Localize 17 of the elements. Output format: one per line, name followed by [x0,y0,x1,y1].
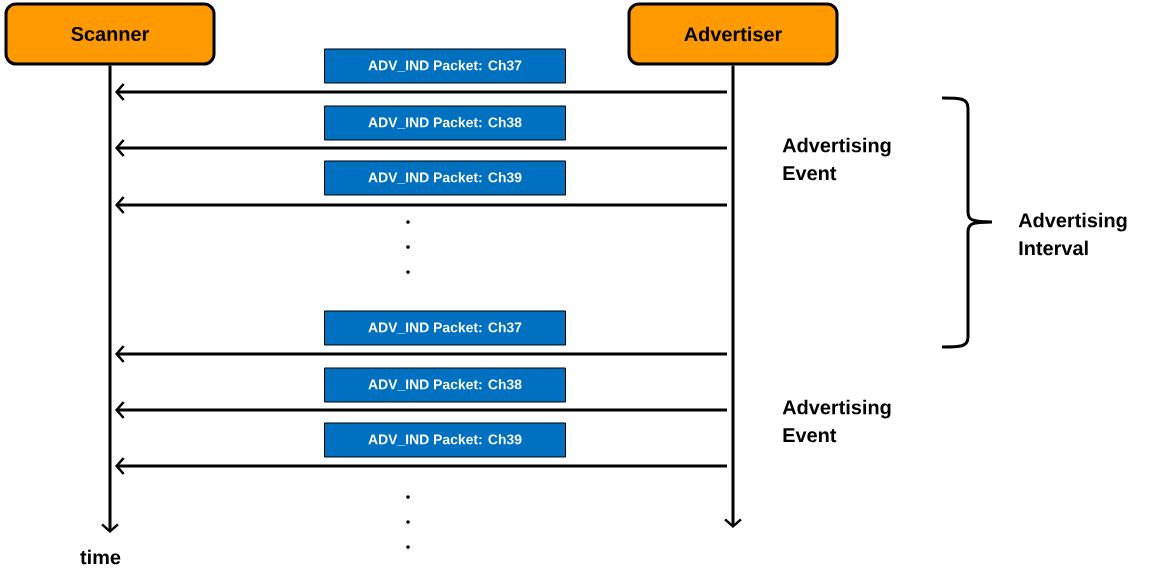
packet-label: ADV_IND Packet: Ch38 [324,105,566,141]
message-arrow [115,139,727,157]
message-arrow [115,83,727,101]
message-arrow [115,457,727,475]
annotation-text: Advertising Event [782,137,891,181]
message-arrow [115,196,727,214]
packet-label: ADV_IND Packet: Ch37 [324,310,566,346]
packet-label: ADV_IND Packet: Ch39 [324,422,566,458]
actor-box: Scanner [4,2,216,66]
message-arrow [115,401,727,419]
packet-label: ADV_IND Packet: Ch38 [324,367,566,403]
annotation-text: Advertising Event [782,399,891,443]
annotation-text: Advertising Interval [1018,212,1127,256]
packet-label: ADV_IND Packet: Ch39 [324,160,566,196]
actor-box: Advertiser [627,2,839,66]
packet-label: ADV_IND Packet: Ch37 [324,48,566,84]
message-arrow [115,345,727,363]
